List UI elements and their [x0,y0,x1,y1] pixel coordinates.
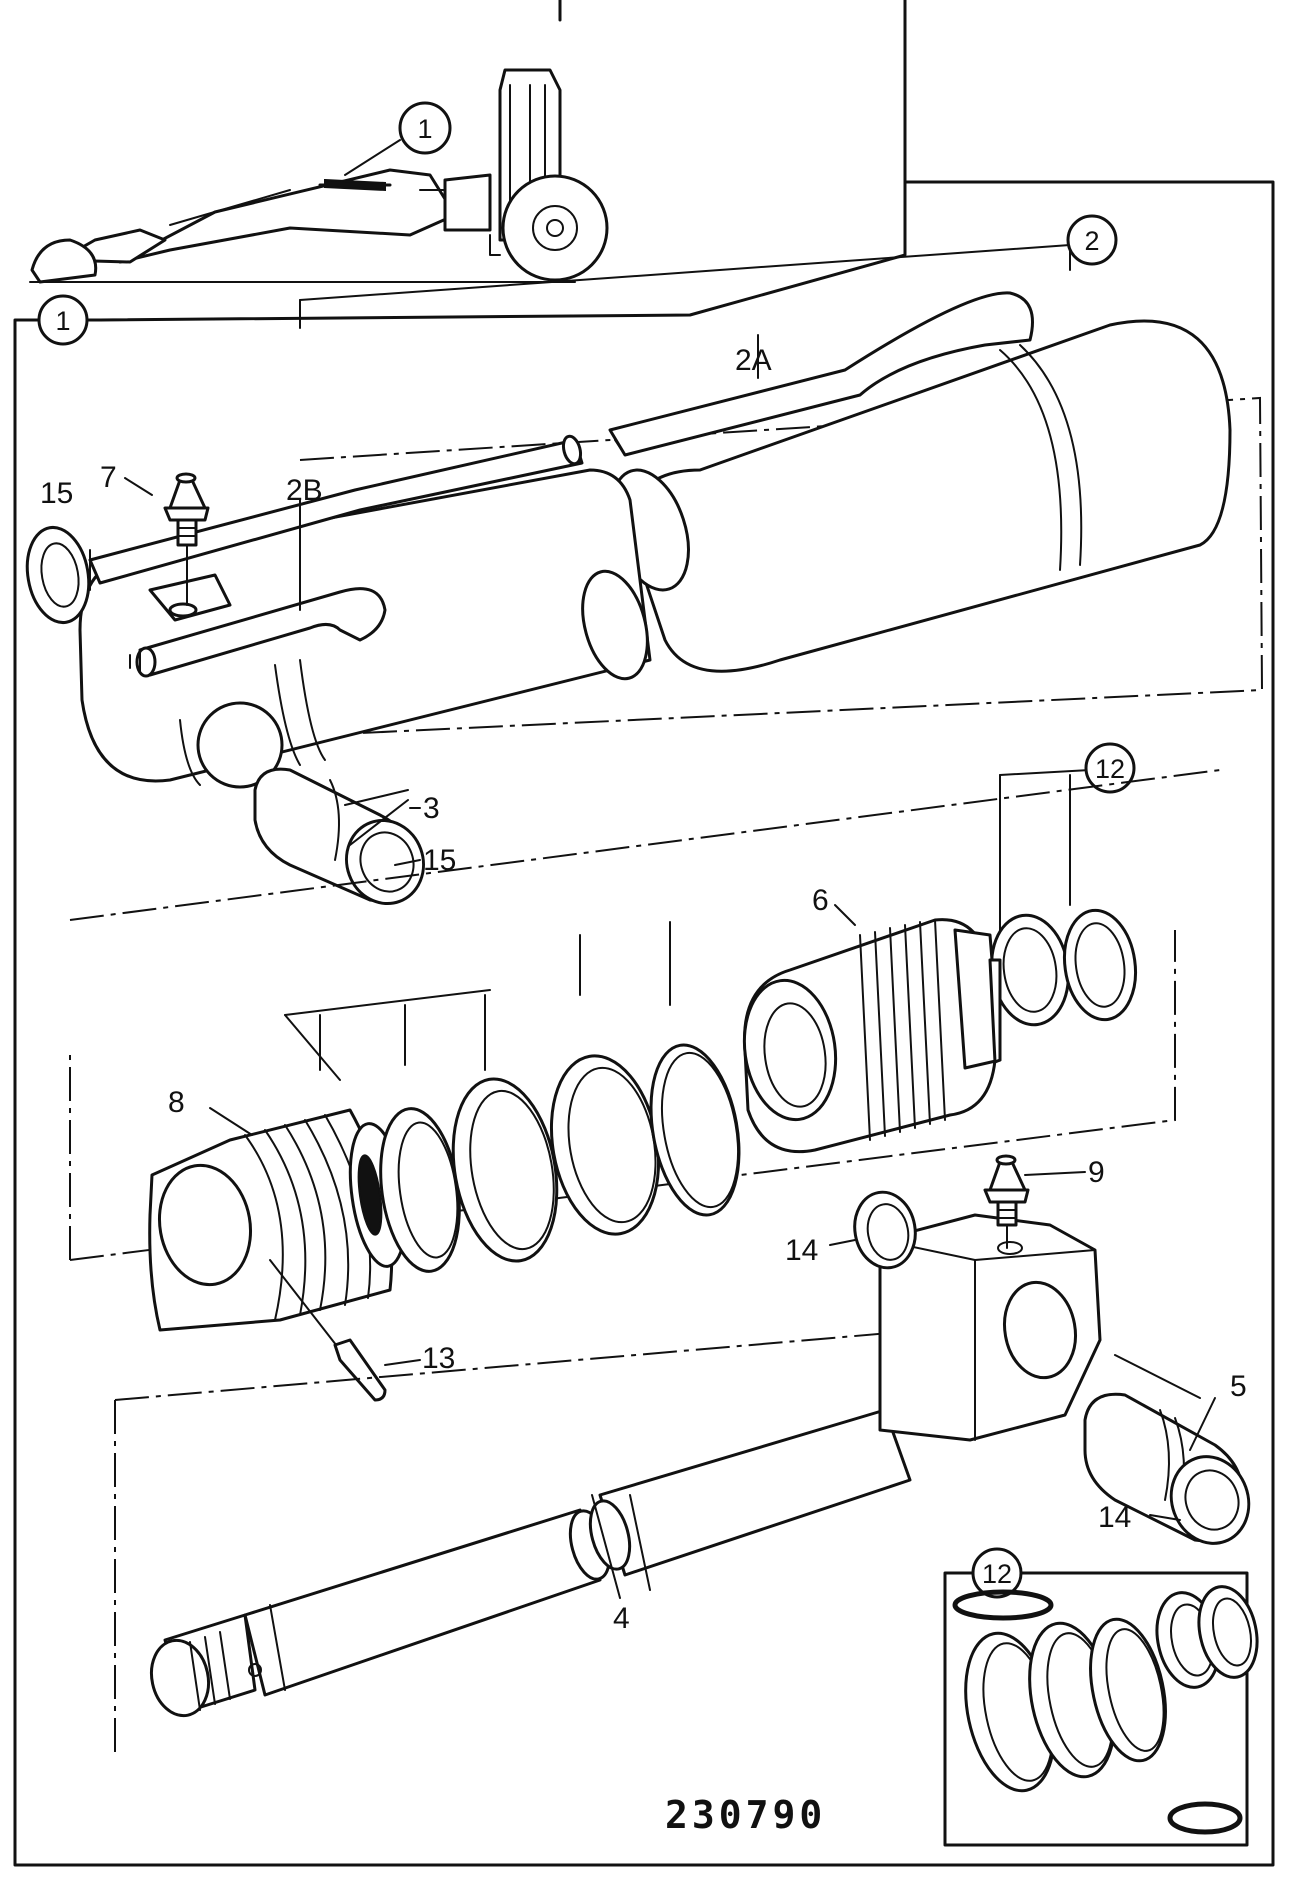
callout-1-main: 1 [55,306,70,336]
label-14-right: 14 [1098,1501,1131,1534]
bush-5 [1083,1392,1251,1545]
callout-circle-12-box [971,1547,1023,1599]
label-2a: 2A [735,344,772,377]
label-3: 3 [423,792,440,825]
label-5: 5 [1230,1370,1247,1403]
label-2b: 2B [286,474,323,507]
label-9: 9 [1088,1156,1105,1189]
diagram-frame [13,18,1275,1867]
cylinder-barrel: 2 [25,214,1264,789]
callout-circle-2 [1066,214,1118,266]
reference-number: 230790 [665,1793,826,1837]
seal-kit-top: 12 [990,742,1137,1027]
gland-6 [742,918,1002,1154]
callout-1-top: 1 [417,114,432,144]
callout-circle-1-top [398,101,452,155]
bush-3 [253,767,425,906]
grease-nipple-bottom [983,1154,1030,1249]
callout-circle-12-top [1084,742,1136,794]
label-4: 4 [613,1602,630,1635]
leader-lines [124,334,1216,1599]
callout-2: 2 [1084,226,1099,256]
label-14-left: 14 [785,1234,818,1267]
label-7: 7 [100,461,117,494]
label-15-left: 15 [40,477,73,510]
piston-8 [69,921,1176,1402]
seal-kit-box: 12 [943,1547,1259,1847]
label-13: 13 [422,1342,455,1375]
callout-12-box: 12 [982,1559,1012,1589]
label-8: 8 [168,1086,185,1119]
label-15-mid: 15 [423,844,456,877]
label-6: 6 [812,884,829,917]
callout-circle-1-main [37,294,89,346]
piston-rod-4 [114,1190,1102,1755]
callout-12-top: 12 [1095,754,1125,784]
grease-nipple-top [163,472,210,606]
machine-inset: 1 [29,0,907,284]
